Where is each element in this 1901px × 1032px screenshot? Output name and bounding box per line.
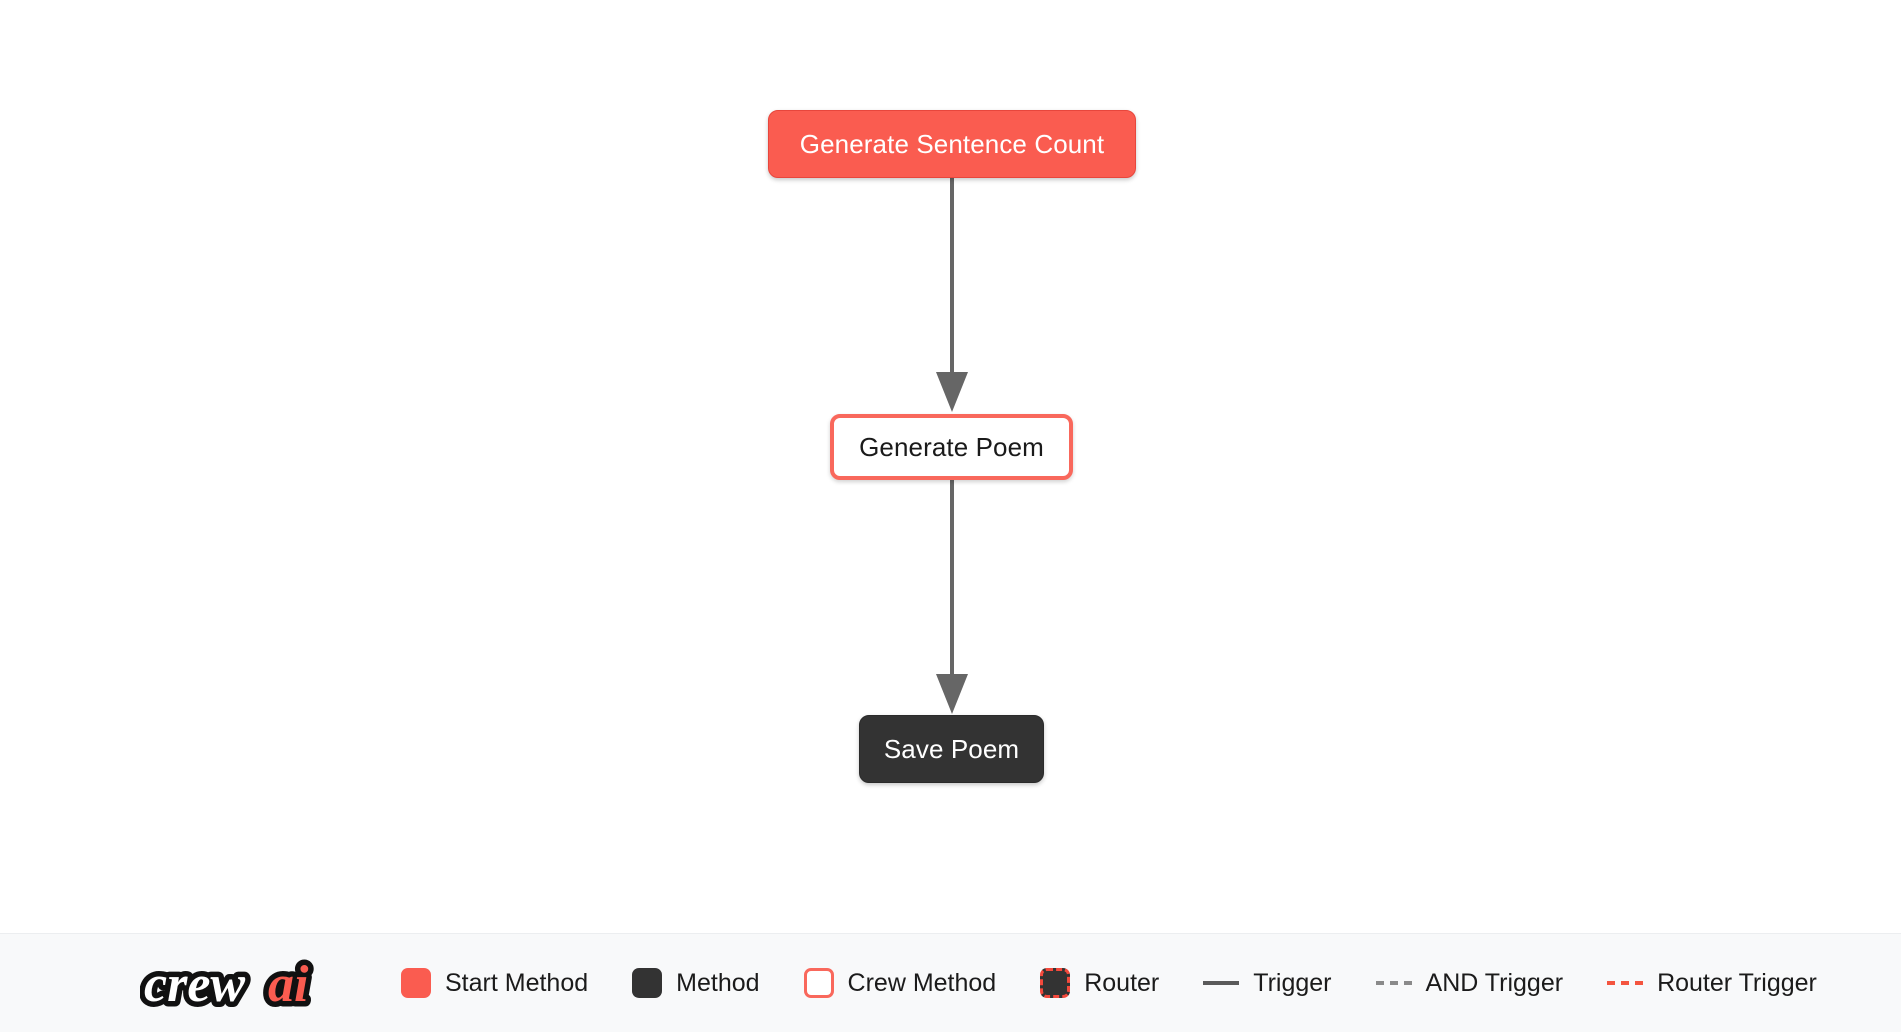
legend-label: Router Trigger bbox=[1657, 968, 1817, 997]
logo-crew-outline: crew bbox=[144, 956, 245, 1013]
router-trigger-line-icon bbox=[1607, 981, 1644, 985]
logo-ai-fill: ai bbox=[268, 956, 309, 1013]
start-method-swatch-icon bbox=[401, 968, 431, 998]
method-swatch-icon bbox=[632, 968, 663, 998]
flow-node-label: Generate Sentence Count bbox=[799, 129, 1105, 159]
legend-item-crew-method: Crew Method bbox=[803, 968, 997, 998]
legend-label: Crew Method bbox=[847, 968, 997, 997]
flow-canvas[interactable]: Generate Sentence Count Generate Poem Sa… bbox=[0, 0, 1901, 933]
legend-item-trigger: Trigger bbox=[1203, 968, 1332, 997]
legend-item-router: Router bbox=[1040, 968, 1159, 998]
legend-bar: crew crew ai ai Start Method Method Crew… bbox=[0, 933, 1901, 1032]
flow-node-label: Generate Poem bbox=[859, 432, 1044, 462]
legend-item-router-trigger: Router Trigger bbox=[1607, 968, 1817, 997]
crewai-logo: crew crew ai ai bbox=[140, 951, 355, 1015]
trigger-line-icon bbox=[1203, 981, 1240, 985]
logo-crew-fill: crew bbox=[144, 956, 245, 1013]
flow-node-save-poem[interactable]: Save Poem bbox=[859, 715, 1044, 783]
legend-label: AND Trigger bbox=[1425, 968, 1564, 997]
legend-item-start-method: Start Method bbox=[401, 968, 588, 998]
and-trigger-line-icon bbox=[1375, 981, 1412, 985]
crew-method-swatch-icon bbox=[803, 968, 834, 998]
edge-poem-to-save bbox=[936, 480, 968, 714]
flow-node-label: Save Poem bbox=[883, 734, 1020, 764]
legend-label: Start Method bbox=[445, 968, 589, 997]
flow-node-generate-poem[interactable]: Generate Poem bbox=[830, 414, 1073, 480]
legend-label: Router bbox=[1084, 968, 1160, 997]
logo-ai-outline: ai bbox=[268, 956, 309, 1013]
legend-item-and-trigger: AND Trigger bbox=[1375, 968, 1564, 997]
legend-label: Trigger bbox=[1253, 968, 1332, 997]
edge-sentence-to-poem bbox=[936, 178, 968, 412]
legend-label: Method bbox=[676, 968, 760, 997]
legend-item-method: Method bbox=[632, 968, 760, 998]
router-swatch-icon bbox=[1040, 968, 1071, 998]
flow-node-generate-sentence-count[interactable]: Generate Sentence Count bbox=[768, 110, 1136, 178]
